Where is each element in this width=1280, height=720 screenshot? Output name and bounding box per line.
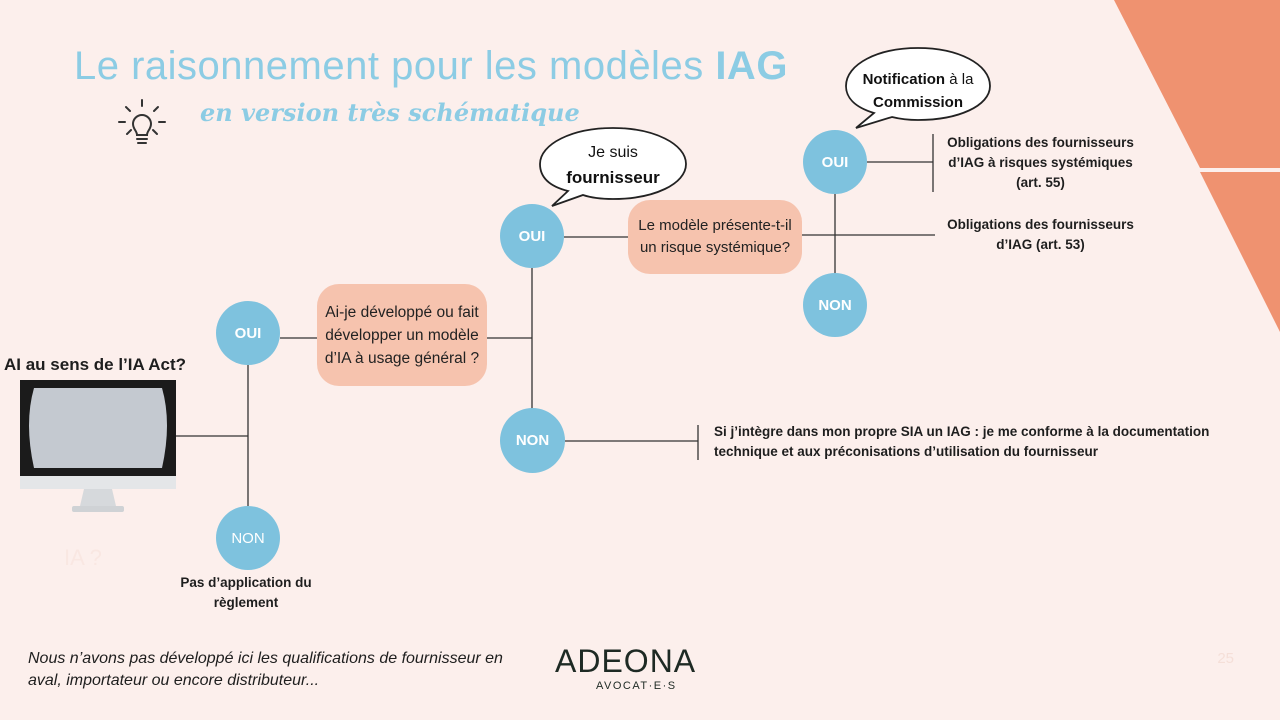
- title-main: Le raisonnement pour les modèles: [74, 44, 716, 88]
- triangle-top: [1114, 0, 1280, 168]
- outcome-standard: Obligations des fournisseurs d’IAG (art.…: [947, 217, 1134, 252]
- node-non-3: NON: [803, 273, 867, 337]
- bubble-notification-rest: à la: [945, 71, 974, 88]
- bubble-notification-text: Notification à la Commission: [846, 68, 990, 114]
- speech-bubble-fournisseur: [539, 127, 687, 207]
- lightbulb-icon: [118, 99, 166, 144]
- bubble-fournisseur-line1: Je suis: [588, 144, 638, 161]
- bubble-notification-line2: Commission: [872, 94, 963, 111]
- node-oui-2: OUI: [500, 204, 564, 268]
- title-bold: IAG: [715, 44, 788, 88]
- question-box-2: Le modèle présente-t-il un risque systém…: [628, 200, 802, 274]
- page-number: 25: [1217, 650, 1234, 667]
- bubble-fournisseur-line2: fournisseur: [566, 168, 660, 187]
- page-title: Le raisonnement pour les modèles IAG: [74, 44, 788, 89]
- bubble-notification-bold: Notification: [862, 71, 946, 88]
- question-box-1: Ai-je développé ou fait développer un mo…: [317, 284, 487, 386]
- subtitle: en version très schématique: [200, 98, 580, 127]
- monitor-icon: [20, 380, 176, 512]
- footnote: Nous n’avons pas développé ici les quali…: [28, 650, 503, 689]
- speech-bubble-notification: [845, 47, 991, 129]
- node-non-1: NON: [216, 506, 280, 570]
- start-question: AI au sens de l’IA Act?: [4, 355, 187, 374]
- outcome-systemic: Obligations des fournisseurs d’IAG à ris…: [947, 135, 1134, 190]
- outcome-integration: Si j’intègre dans mon propre SIA un IAG …: [714, 424, 1210, 459]
- decorative-triangles: [1114, 0, 1280, 332]
- node-oui-1: OUI: [216, 301, 280, 365]
- monitor-caption: IA ?: [64, 545, 102, 570]
- bubble-fournisseur-text: Je suis fournisseur: [548, 140, 678, 190]
- node-oui-3: OUI: [803, 130, 867, 194]
- node-non-2: NON: [500, 408, 565, 473]
- logo-tagline: AVOCAT·E·S: [596, 680, 677, 692]
- logo-name: ADEONA: [555, 643, 697, 679]
- outcome-no-application: Pas d’application du règlement: [180, 575, 312, 610]
- triangle-bottom: [1200, 172, 1280, 332]
